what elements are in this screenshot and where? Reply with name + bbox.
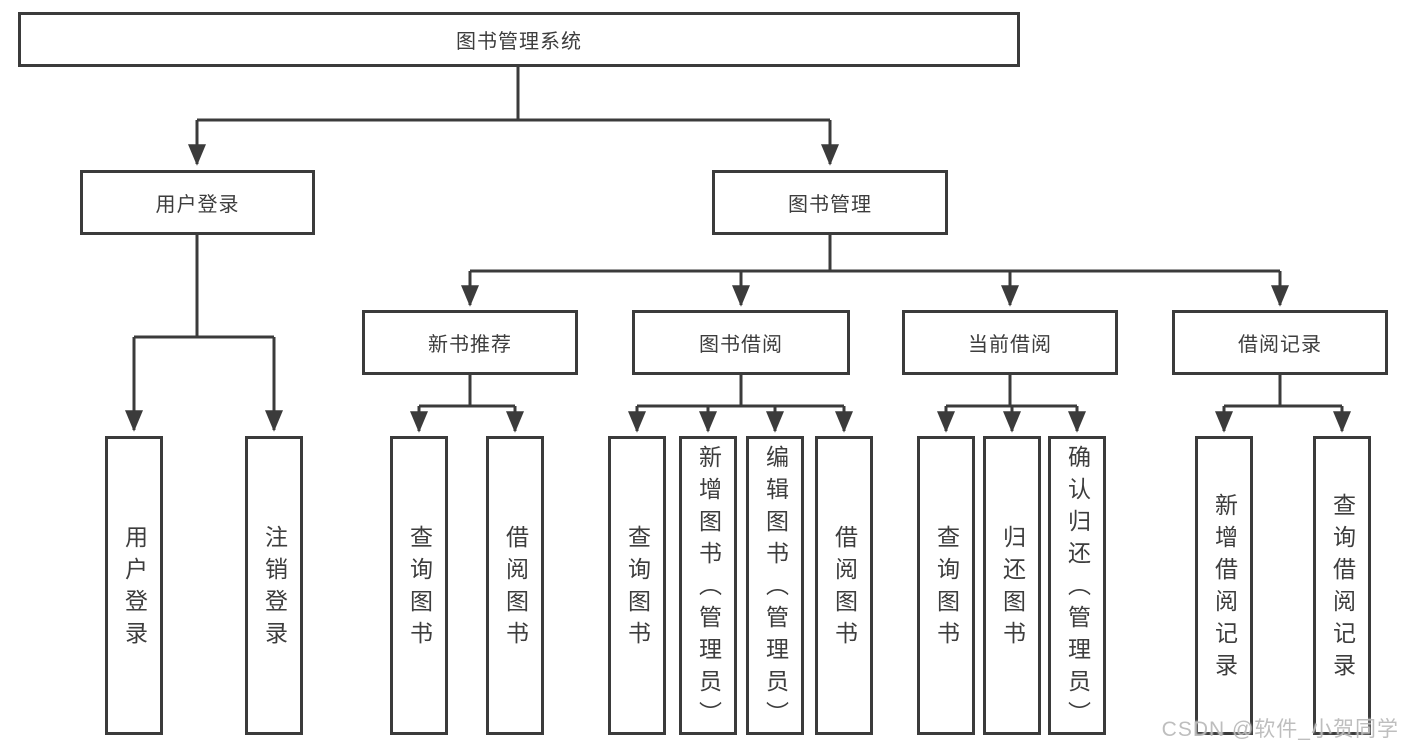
connector-new-book [419, 375, 515, 408]
leaf-query-borrow-record: 查询借阅记录 [1313, 436, 1371, 735]
node-borrow-records: 借阅记录 [1172, 310, 1388, 375]
leaf-add-books-admin: 新增图书（管理员） [679, 436, 737, 735]
leaf-user-login: 用户登录 [105, 436, 163, 735]
leaf-edit-books-admin: 编辑图书（管理员） [746, 436, 804, 735]
csdn-watermark: CSDN @软件_小贺同学 [1161, 718, 1399, 741]
connector-book-borrowing [637, 375, 844, 408]
leaf-logout: 注销登录 [245, 436, 303, 735]
leaf-query-books-current: 查询图书 [917, 436, 975, 735]
node-current-borrowing: 当前借阅 [902, 310, 1118, 375]
leaf-return-books: 归还图书 [983, 436, 1041, 735]
node-new-book-recommend: 新书推荐 [362, 310, 578, 375]
connector-current-borrowing [946, 375, 1077, 408]
node-book-management: 图书管理 [712, 170, 948, 235]
connector-book-management [470, 235, 1280, 273]
node-book-borrowing: 图书借阅 [632, 310, 850, 375]
leaf-borrow-books: 借阅图书 [815, 436, 873, 735]
connector-user-login [134, 235, 274, 339]
connector-root [197, 67, 830, 122]
leaf-confirm-return-admin: 确认归还（管理员） [1048, 436, 1106, 735]
node-user-login: 用户登录 [80, 170, 315, 235]
leaf-query-books-borrowing: 查询图书 [608, 436, 666, 735]
leaf-query-books-recommend: 查询图书 [390, 436, 448, 735]
connector-borrow-records [1224, 375, 1342, 408]
leaf-borrow-books-recommend: 借阅图书 [486, 436, 544, 735]
node-library-system: 图书管理系统 [18, 12, 1020, 67]
leaf-add-borrow-record: 新增借阅记录 [1195, 436, 1253, 735]
